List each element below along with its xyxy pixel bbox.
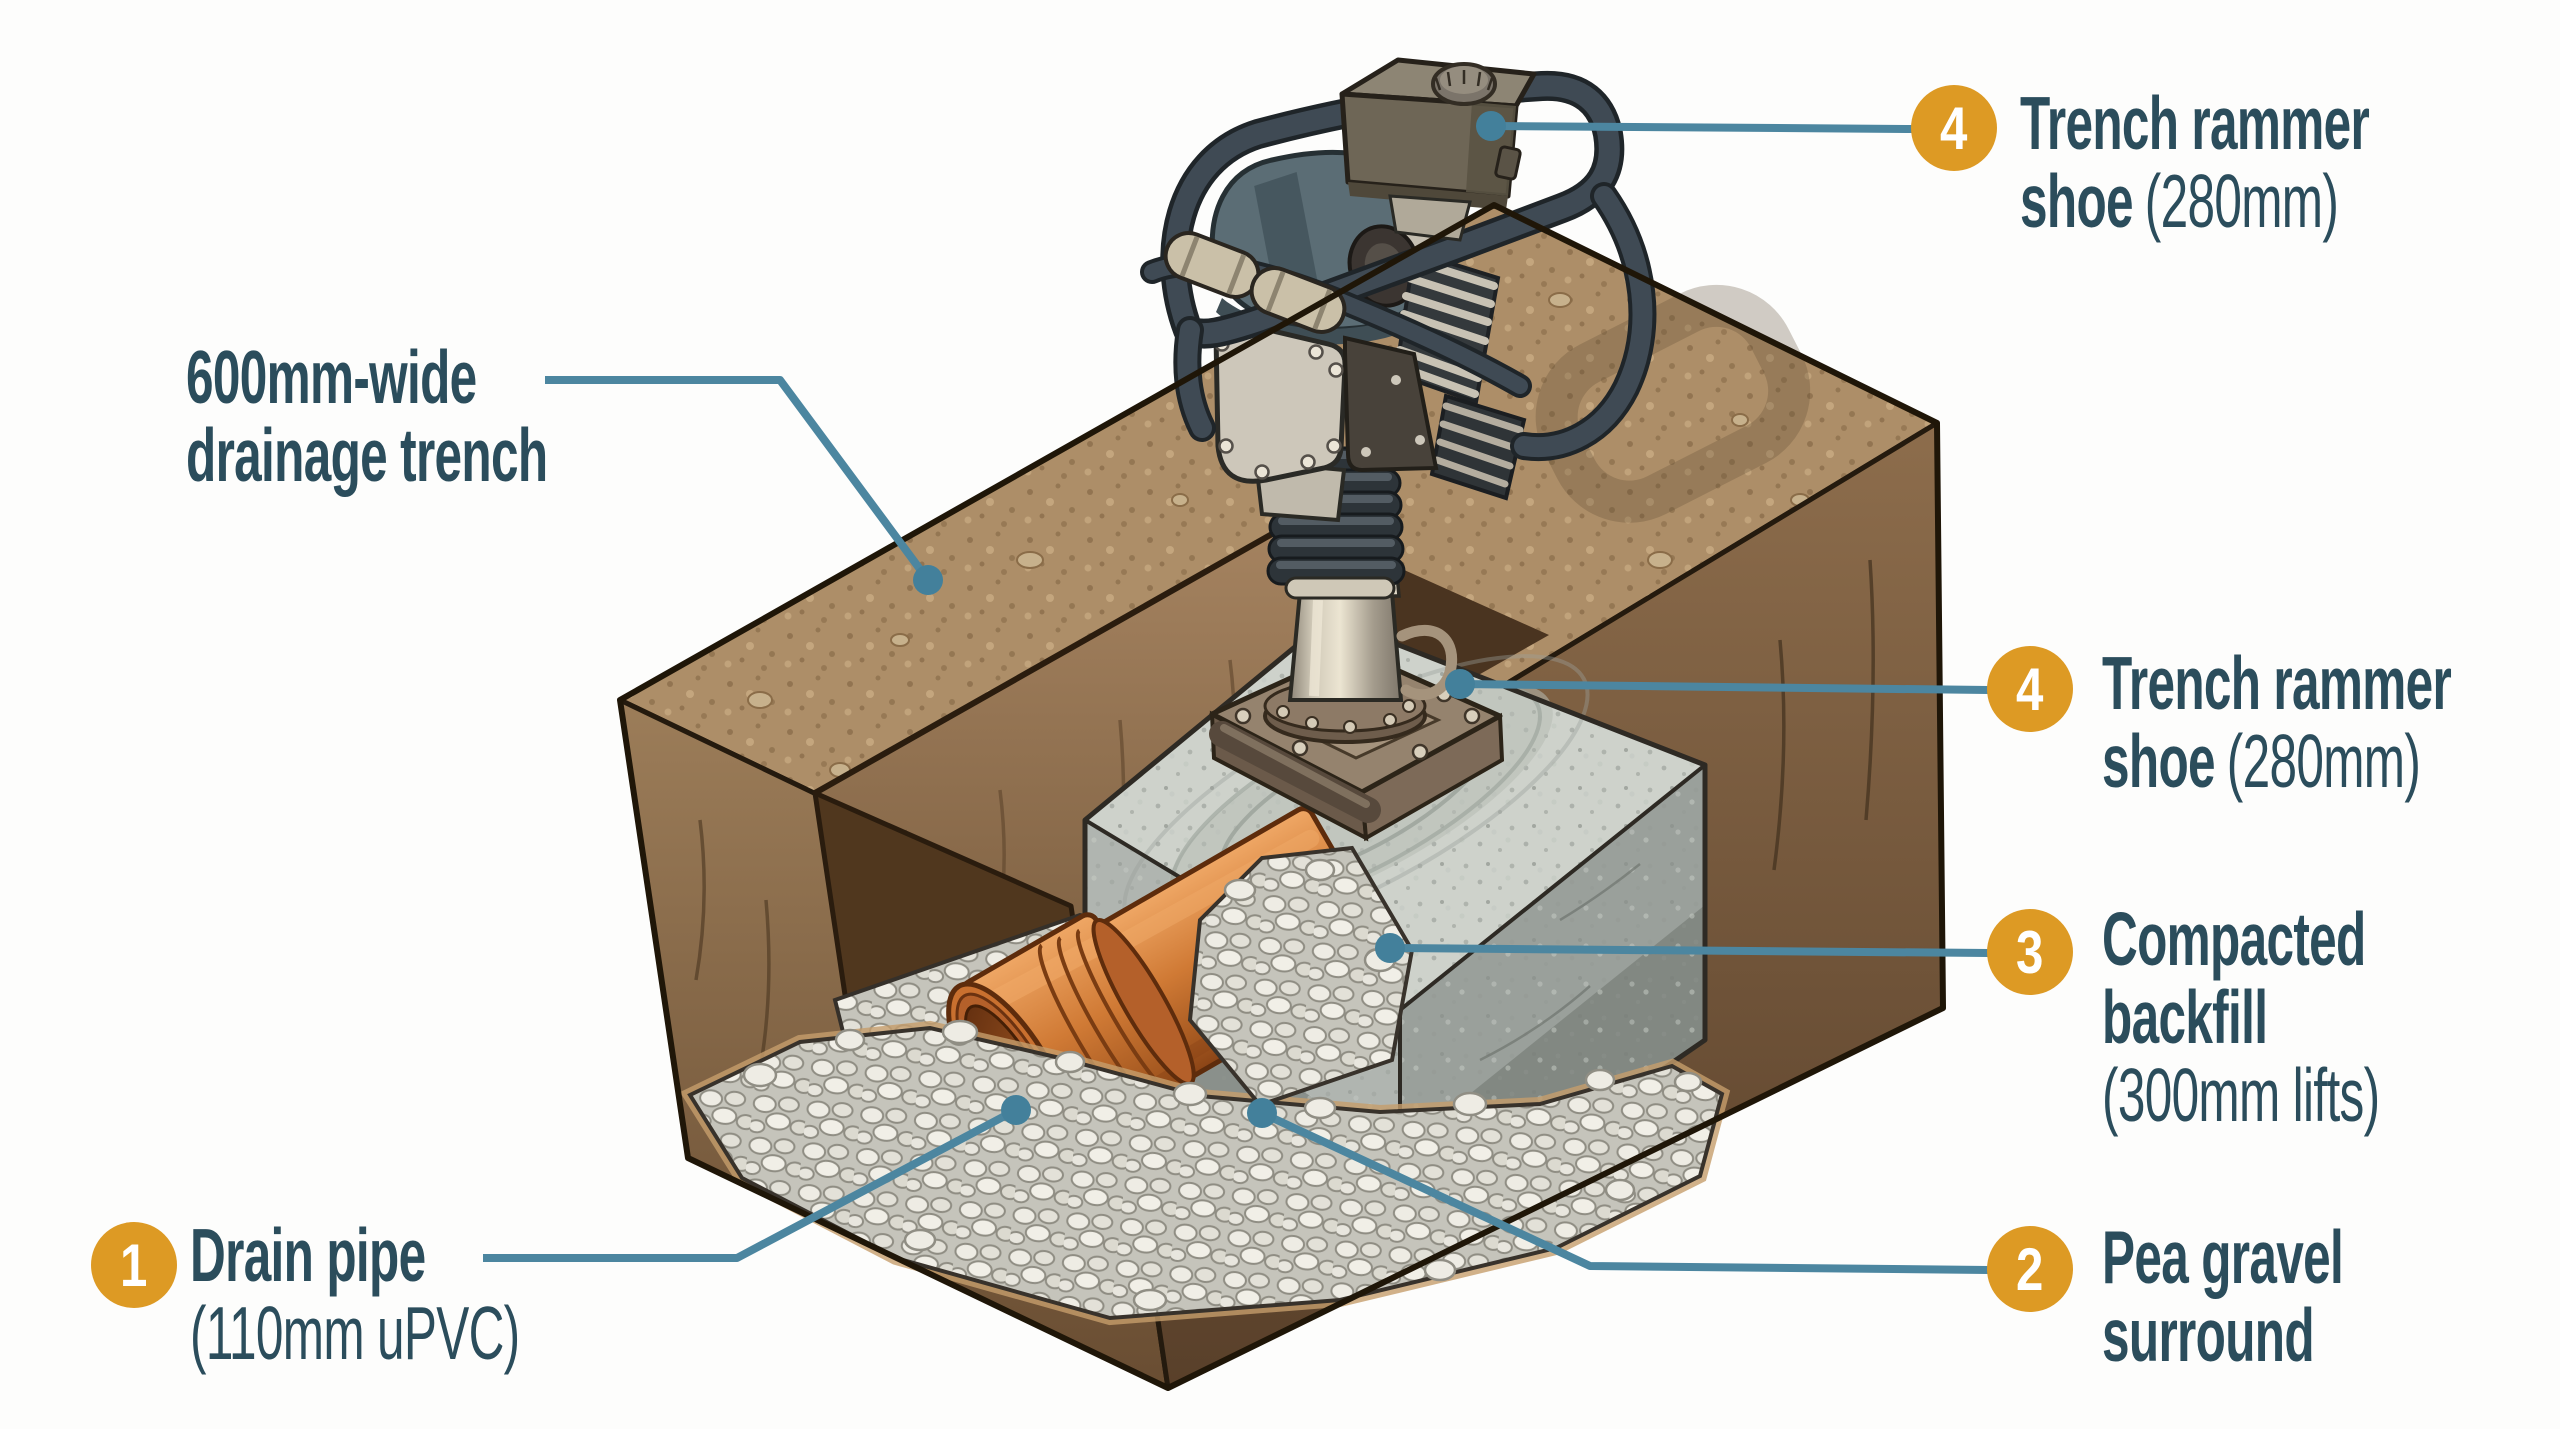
callout-3-line1: Compacted [2102,897,2366,981]
callout-1-number: 1 [120,1231,148,1299]
callout-4-top-line1: Trench rammer [2020,81,2370,165]
leader-line-1 [483,1106,1018,1262]
leader-line-2 [1260,1109,1989,1274]
callout-3-badge: 3 [1987,909,2073,995]
leader-line-3 [1389,944,1989,957]
callout-4-mid-line1: Trench rammer [2102,641,2452,725]
leader-line-trench-width [545,376,932,583]
leader-dot-4-top [1476,111,1506,141]
leader-line-4-mid [1459,680,1989,694]
handle-grips [1140,231,1532,398]
callout-1-badge: 1 [91,1222,177,1308]
callout-4-mid-line2-bold: shoe [2102,719,2216,803]
plate-bolts [1361,375,1425,457]
callout-4-mid-badge: 4 [1987,646,2073,732]
callout-4-top-line2-normal: (280mm) [2144,159,2339,243]
crankcase [1213,317,1348,484]
flange-bolts [1276,699,1416,734]
leader-dot-trench-width [913,565,943,595]
callout-2-number: 2 [2016,1235,2044,1303]
callout-4-mid-number: 4 [2016,655,2044,723]
leader-dot-4-mid [1445,669,1475,699]
callout-1-line2: (110mm uPVC) [190,1291,520,1375]
trench-width-line2: drainage trench [186,413,548,497]
soil-block-outline [617,202,1946,1391]
leader-dot-3 [1375,933,1405,963]
callout-3-line3: (300mm lifts) [2102,1053,2380,1137]
callout-4-mid-line2-normal: (280mm) [2226,719,2421,803]
leader-dot-1 [1001,1095,1031,1125]
callout-2-line1: Pea gravel [2102,1215,2344,1299]
callout-2-line2: surround [2102,1293,2315,1377]
callout-4-top-badge: 4 [1911,85,1997,171]
leader-dots [913,111,1506,1128]
tank-latch [1494,145,1522,181]
trench-width-line1: 600mm-wide [186,335,477,419]
callout-3-number: 3 [2016,918,2044,986]
leader-line-4-top [1490,122,1913,133]
leader-dot-2 [1247,1098,1277,1128]
callout-4-top-number: 4 [1940,94,1968,162]
lift-handle [1396,624,1457,701]
trench-rammer [1140,57,1657,842]
leader-lines [483,122,1989,1274]
callout-1-line1: Drain pipe [190,1213,426,1297]
callout-3-line2: backfill [2102,975,2268,1059]
callout-2-badge: 2 [1987,1226,2073,1312]
callout-4-top-line2-bold: shoe [2020,159,2134,243]
